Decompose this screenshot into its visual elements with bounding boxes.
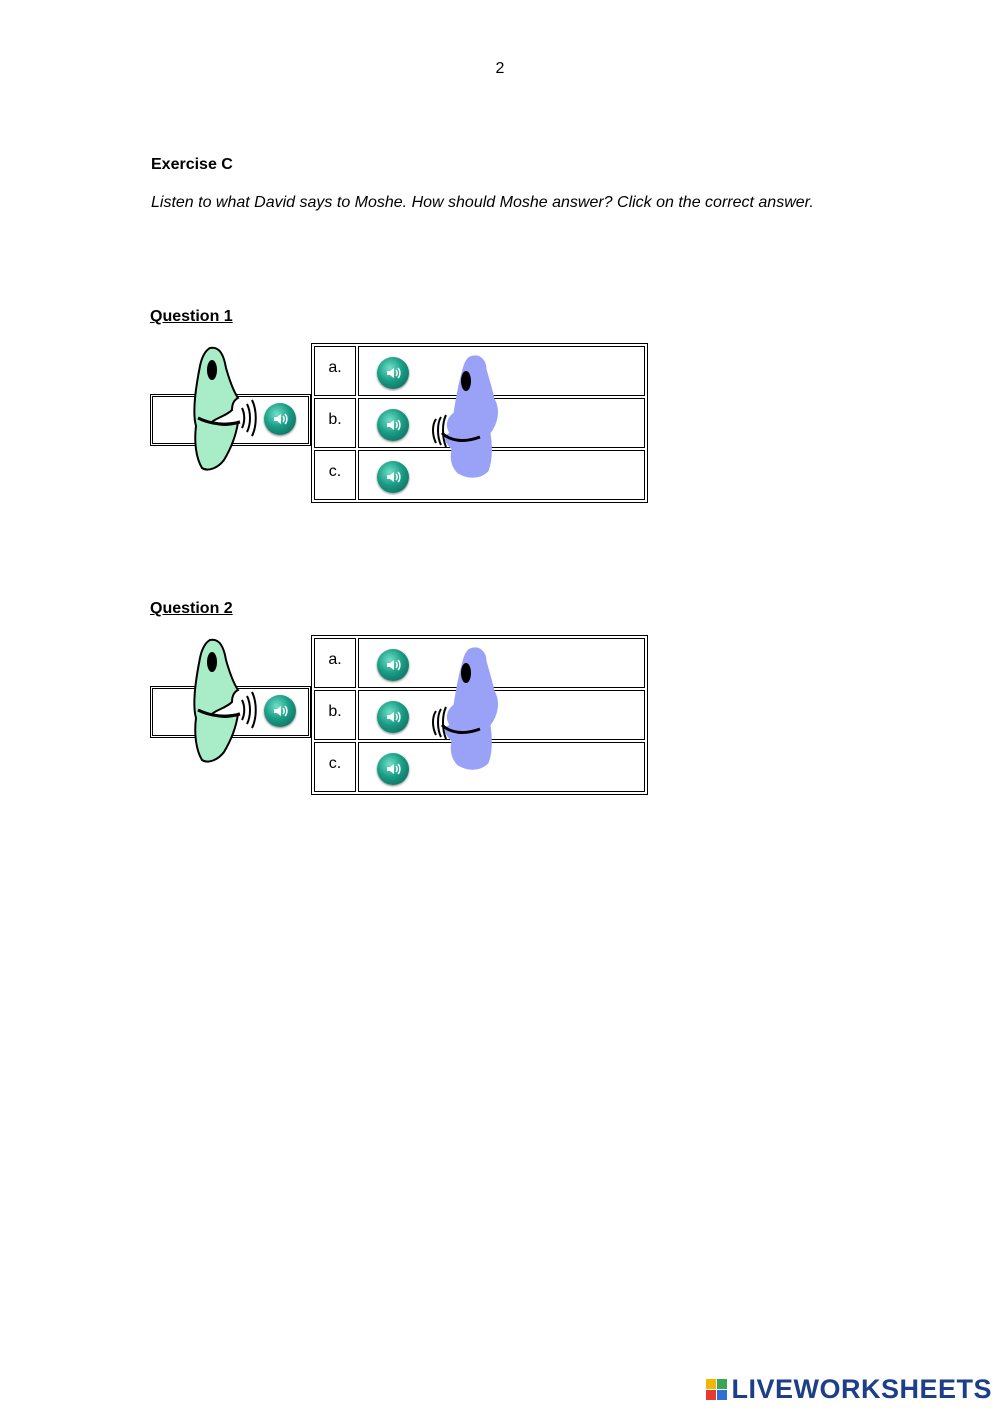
answer-a-audio-button[interactable] xyxy=(377,649,409,681)
option-letter: a. xyxy=(314,346,356,396)
page-number: 2 xyxy=(495,60,505,77)
option-letter: c. xyxy=(314,450,356,500)
moshe-face-icon xyxy=(432,647,498,770)
speaker-icon xyxy=(274,413,288,425)
answer-options: a. b. c. xyxy=(311,635,648,795)
david-face-icon xyxy=(193,346,257,471)
question-1: Question 1 a. b. c. xyxy=(150,308,650,508)
speaker-icon xyxy=(274,705,288,717)
option-letter: b. xyxy=(314,690,356,740)
option-cell[interactable] xyxy=(358,638,645,688)
answer-a-audio-button[interactable] xyxy=(377,357,409,389)
option-cell[interactable] xyxy=(358,450,645,500)
question-title: Question 1 xyxy=(150,308,233,325)
speaker-icon xyxy=(387,763,401,775)
liveworksheets-logo: LIVEWORKSHEETS xyxy=(706,1374,992,1405)
answer-b-audio-button[interactable] xyxy=(377,701,409,733)
question-2: Question 2 a. b. c. xyxy=(150,600,650,800)
speaker-icon xyxy=(387,471,401,483)
answer-c-audio-button[interactable] xyxy=(377,753,409,785)
option-cell[interactable] xyxy=(358,742,645,792)
speaker-icon xyxy=(387,659,401,671)
answer-row-a: a. xyxy=(314,638,645,688)
answer-options: a. b. c. xyxy=(311,343,648,503)
option-cell[interactable] xyxy=(358,690,645,740)
david-face-icon xyxy=(193,638,257,763)
brand-name: LIVEWORKSHEETS xyxy=(731,1374,992,1404)
speaker-icon xyxy=(387,711,401,723)
option-letter: c. xyxy=(314,742,356,792)
speaker-icon xyxy=(387,419,401,431)
option-cell[interactable] xyxy=(358,398,645,448)
exercise-title: Exercise C xyxy=(151,156,233,173)
question-title: Question 2 xyxy=(150,600,233,617)
brand-logo-icon xyxy=(706,1379,728,1400)
speaker-icon xyxy=(387,367,401,379)
answer-row-b: b. xyxy=(314,398,645,448)
answer-b-audio-button[interactable] xyxy=(377,409,409,441)
answer-c-audio-button[interactable] xyxy=(377,461,409,493)
david-audio-button[interactable] xyxy=(264,403,296,435)
exercise-instructions: Listen to what David says to Moshe. How … xyxy=(151,194,814,211)
option-cell[interactable] xyxy=(358,346,645,396)
answer-row-b: b. xyxy=(314,690,645,740)
answer-row-c: c. xyxy=(314,742,645,792)
option-letter: b. xyxy=(314,398,356,448)
moshe-face-icon xyxy=(432,355,498,478)
option-letter: a. xyxy=(314,638,356,688)
answer-row-a: a. xyxy=(314,346,645,396)
answer-row-c: c. xyxy=(314,450,645,500)
david-audio-button[interactable] xyxy=(264,695,296,727)
